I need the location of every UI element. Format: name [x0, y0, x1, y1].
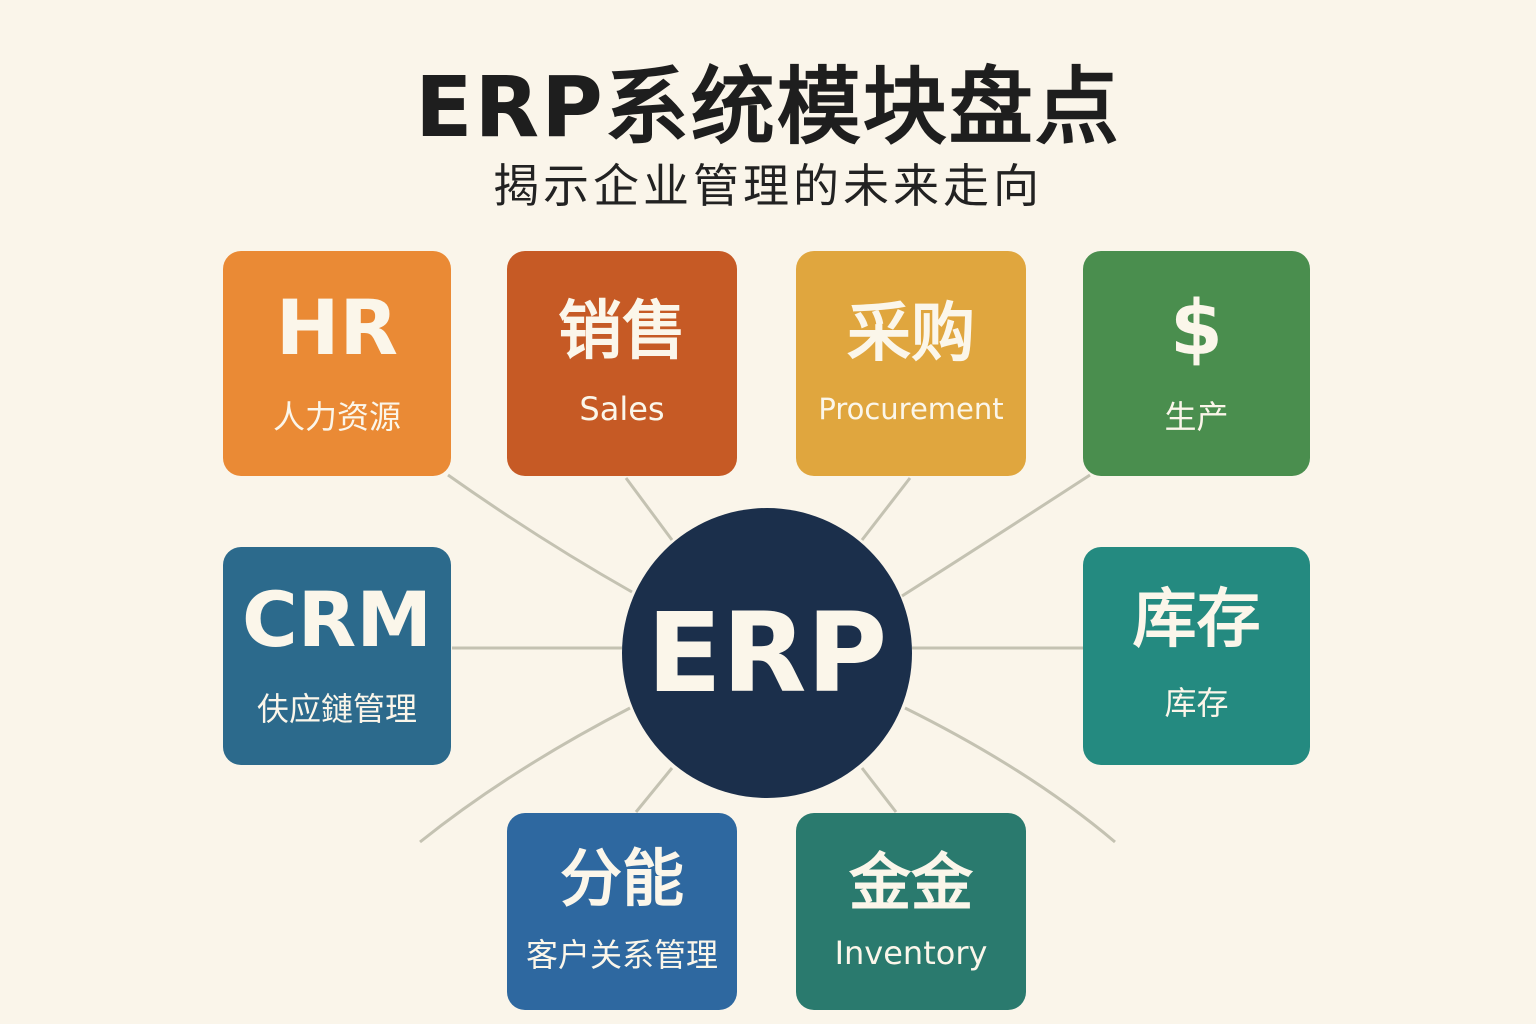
- module-subtitle: Procurement: [818, 391, 1004, 426]
- module-title: HR: [275, 282, 399, 372]
- module-title: 金金: [848, 845, 973, 919]
- module-hr[interactable]: HR 人力资源: [223, 251, 451, 476]
- connector-bottom-right: [904, 706, 1116, 844]
- module-analytics[interactable]: 分能客户关系管理: [507, 813, 737, 1010]
- module-sales[interactable]: 销售 Sales: [507, 251, 737, 476]
- erp-hub: ERP: [622, 508, 912, 798]
- module-title: 库存: [1132, 583, 1261, 657]
- module-subtitle: 客户关系管理: [525, 935, 718, 974]
- module-crm[interactable]: CRM 伕应鏈管理: [223, 547, 451, 765]
- connector-production: [901, 473, 1091, 598]
- module-production[interactable]: $ 生产: [1083, 251, 1310, 476]
- module-subtitle: 伕应鏈管理: [256, 690, 417, 728]
- page-subtitle: 揭示企业管理的未来走向: [493, 159, 1043, 213]
- module-title: 分能: [559, 841, 684, 915]
- module-subtitle: 库存: [1164, 684, 1229, 722]
- connector-sales: [624, 477, 674, 541]
- connector-procurement: [860, 477, 912, 541]
- module-procurement[interactable]: 采购 Procurement: [796, 251, 1026, 476]
- connector-finance: [860, 767, 898, 813]
- page-title: ERP系统模块盘点: [415, 58, 1121, 156]
- module-finance[interactable]: 金金 Inventory: [796, 813, 1026, 1010]
- connector-bottom-left: [419, 706, 631, 844]
- module-subtitle: Sales: [579, 389, 665, 428]
- module-subtitle: 人力资源: [272, 397, 401, 436]
- module-title: 销售: [558, 294, 686, 369]
- module-title: CRM: [242, 575, 432, 664]
- module-inventory[interactable]: 库存库存: [1083, 547, 1310, 765]
- dollar-icon: $: [1170, 282, 1223, 372]
- connector-hr: [447, 473, 633, 594]
- module-subtitle: Inventory: [834, 933, 988, 972]
- module-title: 采购: [847, 296, 975, 371]
- connector-analytics: [634, 767, 674, 813]
- module-subtitle: 生产: [1164, 397, 1229, 436]
